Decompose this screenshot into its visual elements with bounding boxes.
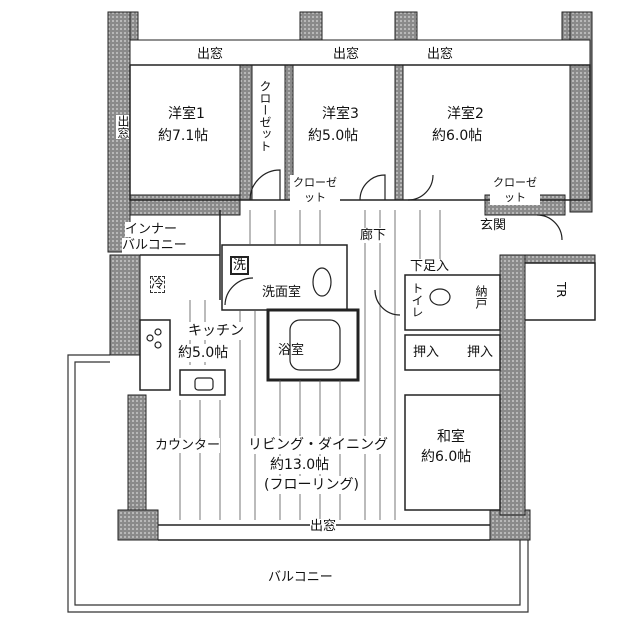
room-living-note: (フローリング) [264, 476, 359, 494]
room-western2-name: 洋室2 [447, 105, 484, 123]
shoe-box-label: 下足入 [410, 259, 450, 274]
toilet-label: トイレ [410, 282, 424, 318]
room-western3-name: 洋室3 [322, 105, 359, 123]
closet-label-western2: クローゼット [490, 175, 540, 205]
room-western1-size: 約7.1帖 [158, 127, 209, 145]
fixtures [146, 267, 451, 391]
entrance-label: 玄関 [480, 218, 507, 233]
bay-window-label-3: 出窓 [427, 47, 454, 62]
trunk-room-label: TR [554, 282, 568, 298]
bay-window-label-left: 出窓 [116, 115, 130, 139]
washer-label: 洗 [230, 256, 250, 275]
closet-label-western1: クローゼット [258, 80, 272, 152]
balcony-outline [67, 354, 529, 613]
room-western3-size: 約5.0帖 [308, 127, 359, 145]
bathroom-label: 浴室 [278, 343, 305, 358]
fridge-label: 冷 [150, 276, 166, 293]
inner-balcony-label-2: バルコニー [122, 238, 187, 253]
inner-balcony-label-1: インナー [125, 222, 178, 237]
washroom-label: 洗面室 [262, 285, 302, 300]
room-kitchen-name: キッチン [188, 322, 244, 340]
oshiire-label-1: 押入 [413, 345, 440, 360]
oshiire-label-2: 押入 [467, 345, 494, 360]
room-living-size: 約13.0帖 [270, 456, 330, 474]
bay-window-label-2: 出窓 [333, 47, 360, 62]
room-japanese-size: 約6.0帖 [421, 448, 472, 466]
room-western2-size: 約6.0帖 [432, 127, 483, 145]
room-western1-name: 洋室1 [168, 105, 205, 123]
balcony-label: バルコニー [268, 570, 333, 585]
counter-label: カウンター [155, 438, 221, 453]
bay-window-label-1: 出窓 [197, 47, 224, 62]
corridor-label: 廊下 [360, 228, 387, 243]
bay-window-label-bottom: 出窓 [310, 519, 337, 534]
room-japanese-name: 和室 [437, 428, 465, 446]
storage-label: 納戸 [474, 285, 488, 309]
room-kitchen-size: 約5.0帖 [178, 344, 229, 362]
room-living-name: リビング・ダイニング [248, 436, 388, 454]
closet-label-western3: クローゼット [290, 175, 340, 205]
door-swings [224, 169, 563, 316]
walls [107, 11, 596, 541]
